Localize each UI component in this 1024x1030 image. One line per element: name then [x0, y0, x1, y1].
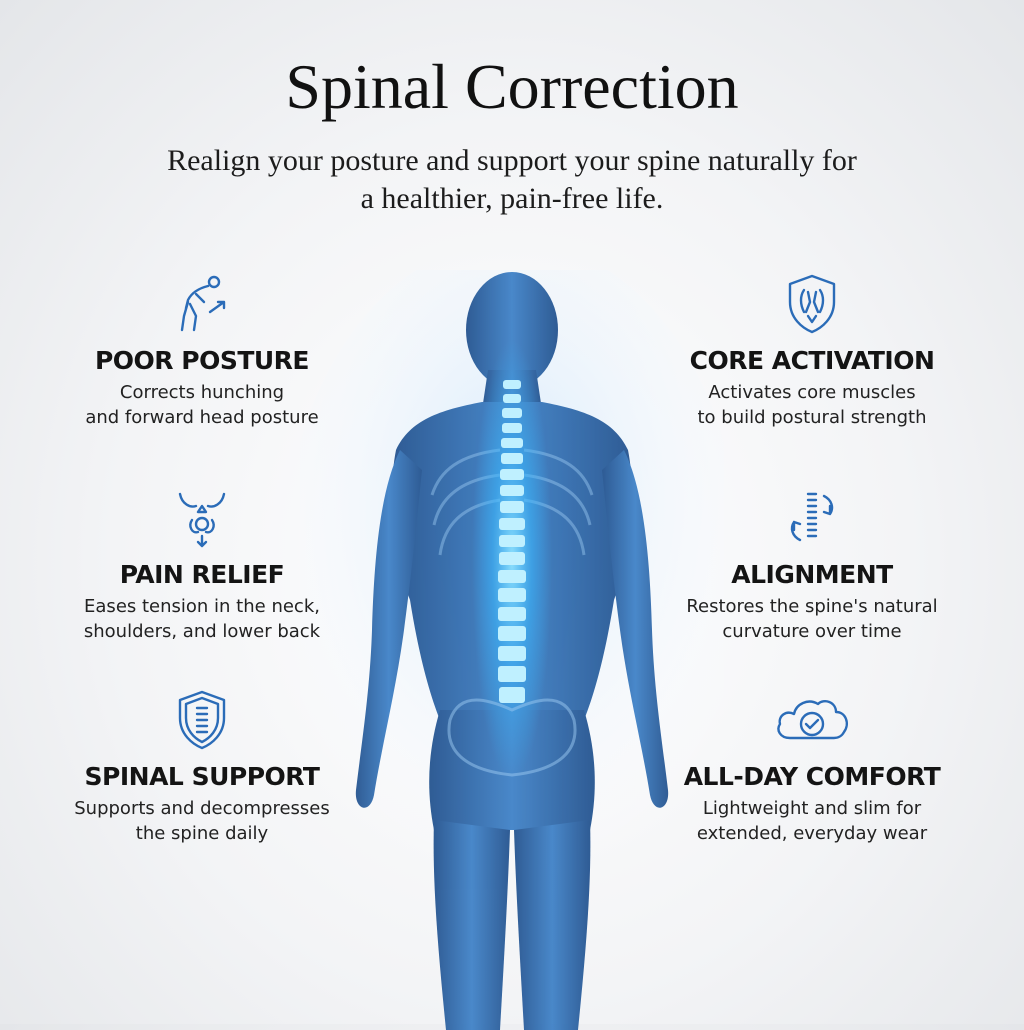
feature-desc-line: extended, everyday wear [696, 823, 928, 844]
feature-description: Eases tension in the neck, shoulders, an… [52, 594, 352, 644]
human-spine-figure [300, 270, 724, 1030]
pelvis [447, 698, 577, 777]
feature-desc-line: Supports and decompresses [74, 798, 330, 819]
feature-all-day-comfort: ALL-DAY COMFORT Lightweight and slim for… [662, 688, 962, 846]
feature-heading: PAIN RELIEF [119, 560, 285, 589]
cloud-check-icon [777, 700, 848, 740]
subtitle-line-1: Realign your posture and support your sp… [167, 144, 857, 177]
feature-desc-line: Eases tension in the neck, [84, 596, 320, 617]
feature-description: Lightweight and slim for extended, every… [662, 796, 962, 846]
posture-icon [180, 275, 226, 332]
feature-core-activation: CORE ACTIVATION Activates core muscles t… [662, 272, 962, 430]
feature-poor-posture: POOR POSTURE Corrects hunching and forwa… [52, 272, 352, 430]
feature-spinal-support: SPINAL SUPPORT Supports and decompresses… [52, 688, 352, 846]
feature-heading: ALL-DAY COMFORT [683, 762, 941, 791]
feature-heading: SPINAL SUPPORT [84, 762, 320, 791]
feature-description: Supports and decompresses the spine dail… [52, 796, 352, 846]
feature-desc-line: curvature over time [722, 621, 902, 642]
feature-description: Activates core muscles to build postural… [662, 380, 962, 430]
feature-heading: CORE ACTIVATION [689, 346, 935, 375]
feature-heading: ALIGNMENT [731, 560, 893, 589]
alignment-icon [790, 492, 834, 542]
core-shield-icon [788, 274, 836, 334]
feature-desc-line: to build postural strength [697, 407, 927, 428]
feature-description: Corrects hunching and forward head postu… [52, 380, 352, 430]
feature-desc-line: and forward head posture [85, 407, 319, 428]
feature-desc-line: Restores the spine's natural [686, 596, 938, 617]
feature-desc-line: shoulders, and lower back [83, 621, 321, 642]
feature-pain-relief: PAIN RELIEF Eases tension in the neck, s… [52, 486, 352, 644]
feature-description: Restores the spine's natural curvature o… [662, 594, 962, 644]
spine-vertebrae [498, 380, 526, 703]
shield-spine-icon [178, 690, 226, 750]
feature-desc-line: Activates core muscles [708, 382, 916, 403]
page-subtitle: Realign your posture and support your sp… [112, 142, 912, 218]
subtitle-line-2: a healthier, pain-free life. [360, 182, 664, 215]
page-title: Spinal Correction [285, 51, 739, 122]
feature-desc-line: Lightweight and slim for [702, 798, 922, 819]
feature-desc-line: the spine daily [135, 823, 269, 844]
pain-relief-icon [178, 492, 226, 548]
feature-heading: POOR POSTURE [94, 346, 310, 375]
feature-desc-line: Corrects hunching [119, 382, 285, 403]
feature-alignment: ALIGNMENT Restores the spine's natural c… [662, 486, 962, 644]
